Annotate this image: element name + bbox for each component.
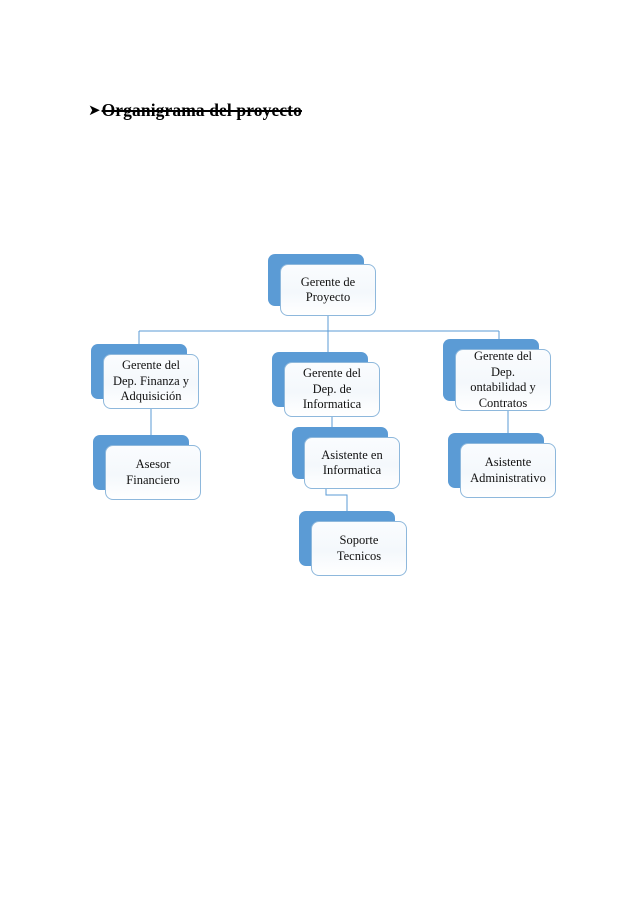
node-label: Asesor Financiero: [126, 457, 180, 487]
node-gerente-finanza[interactable]: Gerente del Dep. Finanza y Adquisición: [91, 344, 199, 409]
node-card[interactable]: Asesor Financiero: [105, 445, 201, 500]
node-label: Gerente de Proyecto: [300, 274, 356, 305]
node-asistente-administrativo[interactable]: Asistente Administrativo: [448, 433, 556, 498]
node-card[interactable]: Asistente Administrativo: [460, 443, 556, 498]
node-card[interactable]: Gerente del Dep. Finanza y Adquisición: [103, 354, 199, 409]
node-card[interactable]: Gerente del Dep. ontabilidad y Contratos: [455, 349, 551, 411]
node-label: Asistente en Informatica: [321, 447, 383, 478]
page-title-text: Organigrama del proyecto: [101, 100, 302, 120]
triangle-right-bullet-icon: ➤: [88, 101, 101, 119]
node-soporte-tecnicos[interactable]: Soporte Tecnicos: [299, 511, 407, 576]
node-card[interactable]: Soporte Tecnicos: [311, 521, 407, 576]
node-asistente-informatica[interactable]: Asistente en Informatica: [292, 427, 400, 489]
node-gerente-informatica[interactable]: Gerente del Dep. de Informatica: [272, 352, 380, 417]
node-gerente-contabilidad[interactable]: Gerente del Dep. ontabilidad y Contratos: [443, 339, 551, 411]
node-card[interactable]: Gerente del Dep. de Informatica: [284, 362, 380, 417]
node-label: Gerente del Dep. Finanza y Adquisición: [112, 358, 190, 404]
node-label: Asistente Administrativo: [470, 455, 546, 485]
node-label: Gerente del Dep. ontabilidad y Contratos: [470, 349, 536, 410]
node-card[interactable]: Asistente en Informatica: [304, 437, 400, 489]
node-label: Soporte Tecnicos: [336, 533, 382, 563]
node-label: Gerente del Dep. de Informatica: [302, 366, 362, 412]
node-gerente-proyecto[interactable]: Gerente de Proyecto: [268, 254, 376, 316]
node-asesor-financiero[interactable]: Asesor Financiero: [93, 435, 201, 500]
node-card[interactable]: Gerente de Proyecto: [280, 264, 376, 316]
page-title: ➤ Organigrama del proyecto: [88, 100, 302, 121]
